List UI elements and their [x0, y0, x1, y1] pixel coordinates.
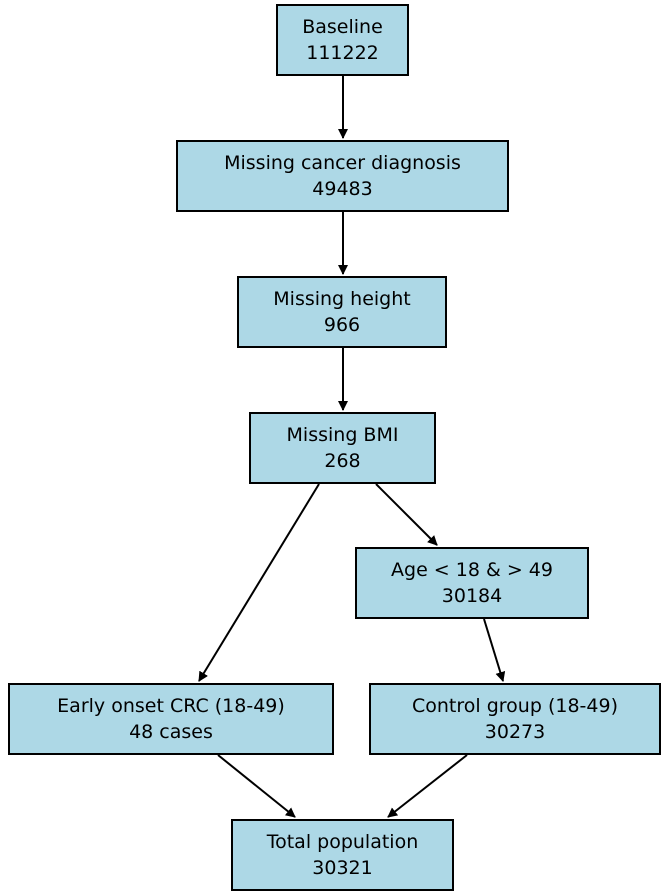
node-missing-cancer-diagnosis: Missing cancer diagnosis 49483: [176, 140, 509, 212]
node-label: Baseline: [302, 16, 383, 38]
node-count: 30273: [484, 721, 546, 743]
node-label: Total population: [266, 831, 419, 853]
node-count: 49483: [312, 178, 373, 200]
node-count: 30184: [441, 585, 503, 607]
node-label: Missing cancer diagnosis: [224, 152, 461, 174]
arrow-early-onset-to-total-population: [217, 754, 296, 818]
node-count: 966: [323, 314, 361, 336]
node-missing-bmi: Missing BMI 268: [249, 412, 436, 484]
node-baseline: Baseline 111222: [276, 4, 409, 76]
node-early-onset-crc: Early onset CRC (18-49) 48 cases: [8, 683, 334, 755]
node-count: 111222: [306, 42, 379, 64]
node-label: Control group (18-49): [412, 695, 618, 717]
node-control-group: Control group (18-49) 30273: [369, 683, 661, 755]
node-label: Missing BMI: [286, 424, 399, 446]
arrow-missing-bmi-to-age-exclusion: [375, 483, 438, 546]
node-age-exclusion: Age < 18 & > 49 30184: [355, 547, 589, 619]
arrow-missing-bmi-to-early-onset: [198, 483, 320, 682]
node-missing-height: Missing height 966: [237, 276, 447, 348]
node-count: 48 cases: [129, 721, 213, 743]
node-label: Age < 18 & > 49: [391, 559, 553, 581]
node-label: Missing height: [273, 288, 411, 310]
arrow-age-exclusion-to-control-group: [483, 618, 506, 682]
node-total-population: Total population 30321: [231, 819, 454, 891]
node-label: Early onset CRC (18-49): [57, 695, 285, 717]
arrow-control-group-to-total-population: [387, 754, 468, 818]
node-count: 268: [324, 450, 361, 472]
node-count: 30321: [312, 857, 373, 879]
